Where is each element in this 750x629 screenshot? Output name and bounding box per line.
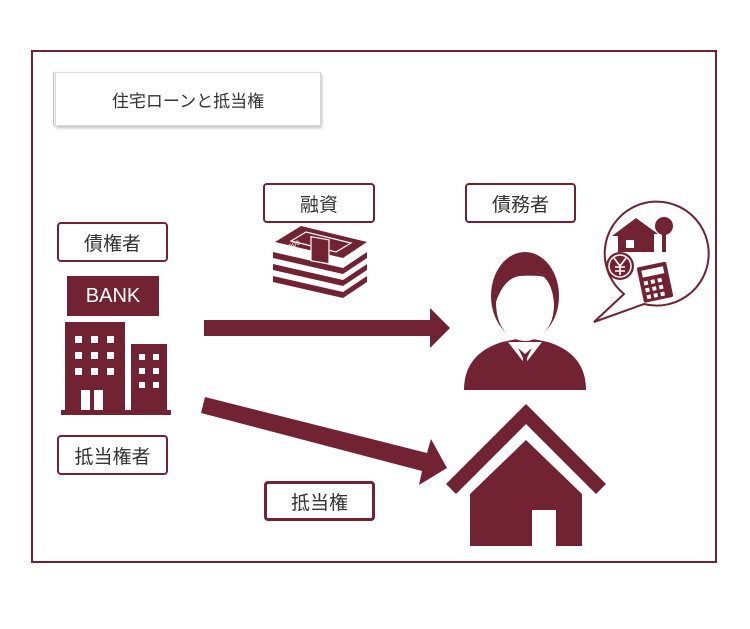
financing-arrow-icon (204, 308, 450, 348)
mortgage-arrow-icon (201, 397, 447, 485)
mortgage-label: 抵当権 (264, 481, 375, 521)
house-with-tree-icon (612, 217, 673, 252)
financing-label: 融資 (263, 183, 375, 223)
mortgagee-label: 抵当権者 (57, 435, 168, 475)
diagram-title: 住宅ローンと抵当権 (53, 71, 321, 127)
yen-coin-icon (606, 252, 634, 280)
house-icon (446, 404, 606, 546)
diagram-frame (31, 50, 717, 563)
speech-bubble-icon (593, 200, 710, 323)
bank-building-icon (61, 322, 171, 415)
debtor-label: 債務者 (465, 183, 576, 223)
creditor-label: 債権者 (57, 222, 168, 262)
calculator-icon (636, 261, 674, 303)
money-stack-icon: 10000 (273, 226, 367, 298)
bank-badge: BANK (67, 276, 159, 316)
debtor-person-icon (464, 252, 586, 390)
